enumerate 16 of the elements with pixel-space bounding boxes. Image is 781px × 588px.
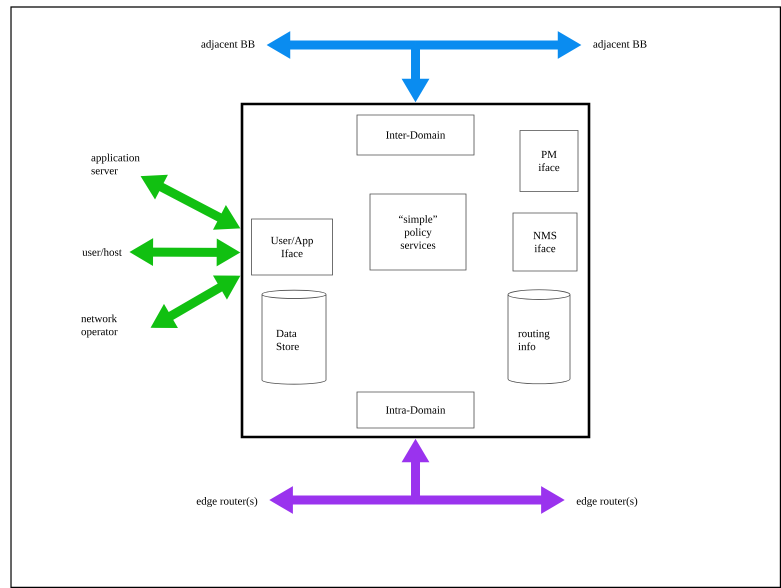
component-box: Inter-Domain (356, 114, 474, 156)
component-box: “simple” policy services (370, 194, 466, 270)
database-cylinder: Data Store (262, 290, 326, 385)
component-box: PM iface (520, 130, 578, 192)
endpoint-label: edge router(s) (196, 497, 258, 507)
component-box: User/App Iface (251, 218, 333, 276)
endpoint-label: adjacent BB (593, 40, 646, 50)
database-cylinder: routing info (508, 289, 570, 384)
component-box: Intra-Domain (356, 392, 474, 428)
endpoint-label: application server (91, 154, 140, 174)
endpoint-label: adjacent BB (201, 40, 254, 50)
component-box: NMS iface (512, 212, 578, 272)
endpoint-label: user/host (82, 248, 122, 256)
system-box (240, 102, 590, 438)
endpoint-label: edge router(s) (576, 497, 638, 507)
endpoint-label: network operator (81, 314, 118, 338)
